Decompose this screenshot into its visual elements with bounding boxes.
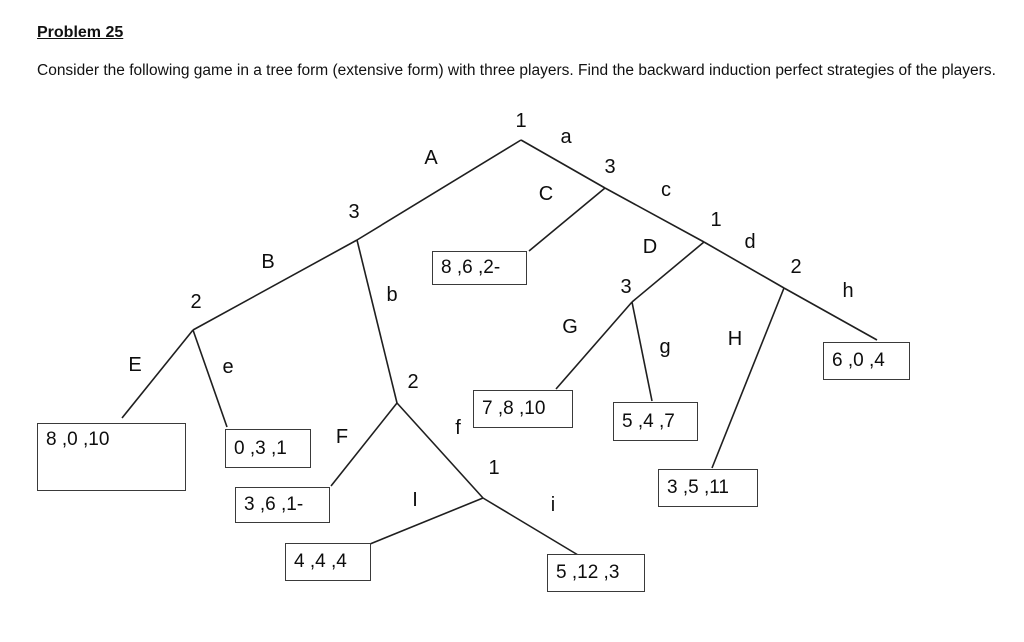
edge-B-line bbox=[192, 239, 358, 331]
edge-G-line bbox=[555, 301, 633, 390]
edge-i-line bbox=[482, 497, 579, 556]
action-label-C: C bbox=[538, 183, 554, 205]
edge-I-line bbox=[369, 497, 484, 545]
action-label-f: f bbox=[455, 417, 461, 439]
action-label-d: d bbox=[744, 231, 756, 253]
action-label-B: B bbox=[261, 251, 275, 273]
payoff-4-4-4-box: 4 ,4 ,4 bbox=[285, 543, 371, 581]
action-label-i: i bbox=[550, 494, 556, 516]
node-label-mid-player-2: 2 bbox=[407, 371, 419, 393]
action-label-e: e bbox=[222, 356, 234, 378]
edge-d-line bbox=[703, 241, 785, 289]
node-label-root-player-1: 1 bbox=[515, 110, 527, 132]
edge-h-line bbox=[783, 287, 878, 341]
action-label-b: b bbox=[386, 284, 398, 306]
problem-title: Problem 25 bbox=[37, 24, 124, 41]
payoff-8-6-2--box: 8 ,6 ,2- bbox=[432, 251, 527, 285]
edge-H-line bbox=[711, 287, 785, 469]
action-label-F: F bbox=[335, 426, 349, 448]
payoff-3-5-11-box: 3 ,5 ,11 bbox=[658, 469, 758, 507]
node-label-right-player-3: 3 bbox=[604, 156, 616, 178]
action-label-I: I bbox=[412, 489, 418, 511]
problem-description: Consider the following game in a tree fo… bbox=[37, 62, 996, 79]
edge-c-line bbox=[604, 187, 705, 243]
edge-E-line bbox=[121, 329, 194, 419]
action-label-c: c bbox=[661, 179, 671, 201]
payoff-0-3-1-box: 0 ,3 ,1 bbox=[225, 429, 311, 468]
action-label-H: H bbox=[727, 328, 743, 350]
edge-b-line bbox=[356, 239, 398, 404]
payoff-6-0-4-box: 6 ,0 ,4 bbox=[823, 342, 910, 380]
payoff-5-12-3-box: 5 ,12 ,3 bbox=[547, 554, 645, 592]
payoff-3-6-1--box: 3 ,6 ,1- bbox=[235, 487, 330, 523]
action-label-E: E bbox=[128, 354, 142, 376]
edge-a-line bbox=[520, 139, 606, 189]
payoff-8-0-10-box: 8 ,0 ,10 bbox=[37, 423, 186, 491]
node-label-left-player-3: 3 bbox=[348, 201, 360, 223]
payoff-5-4-7-box: 5 ,4 ,7 bbox=[613, 402, 698, 441]
action-label-h: h bbox=[842, 280, 854, 302]
edge-g-line bbox=[631, 301, 653, 402]
action-label-a: a bbox=[560, 126, 572, 148]
edge-f-line bbox=[396, 402, 484, 499]
node-label-right-lower-player-3: 3 bbox=[620, 276, 632, 298]
edge-C-line bbox=[528, 187, 606, 252]
node-label-left-player-2: 2 bbox=[190, 291, 202, 313]
edge-e-line bbox=[192, 329, 228, 428]
action-label-G: G bbox=[562, 316, 578, 338]
node-label-right-player-2: 2 bbox=[790, 256, 802, 278]
action-label-g: g bbox=[659, 336, 671, 358]
node-label-mid-player-1: 1 bbox=[488, 457, 500, 479]
edge-D-line bbox=[631, 241, 705, 303]
action-label-A: A bbox=[424, 147, 438, 169]
edge-A-line bbox=[356, 139, 522, 241]
edge-F-line bbox=[330, 402, 398, 487]
node-label-right-player-1: 1 bbox=[710, 209, 722, 231]
action-label-D: D bbox=[642, 236, 658, 258]
payoff-7-8-10-box: 7 ,8 ,10 bbox=[473, 390, 573, 428]
